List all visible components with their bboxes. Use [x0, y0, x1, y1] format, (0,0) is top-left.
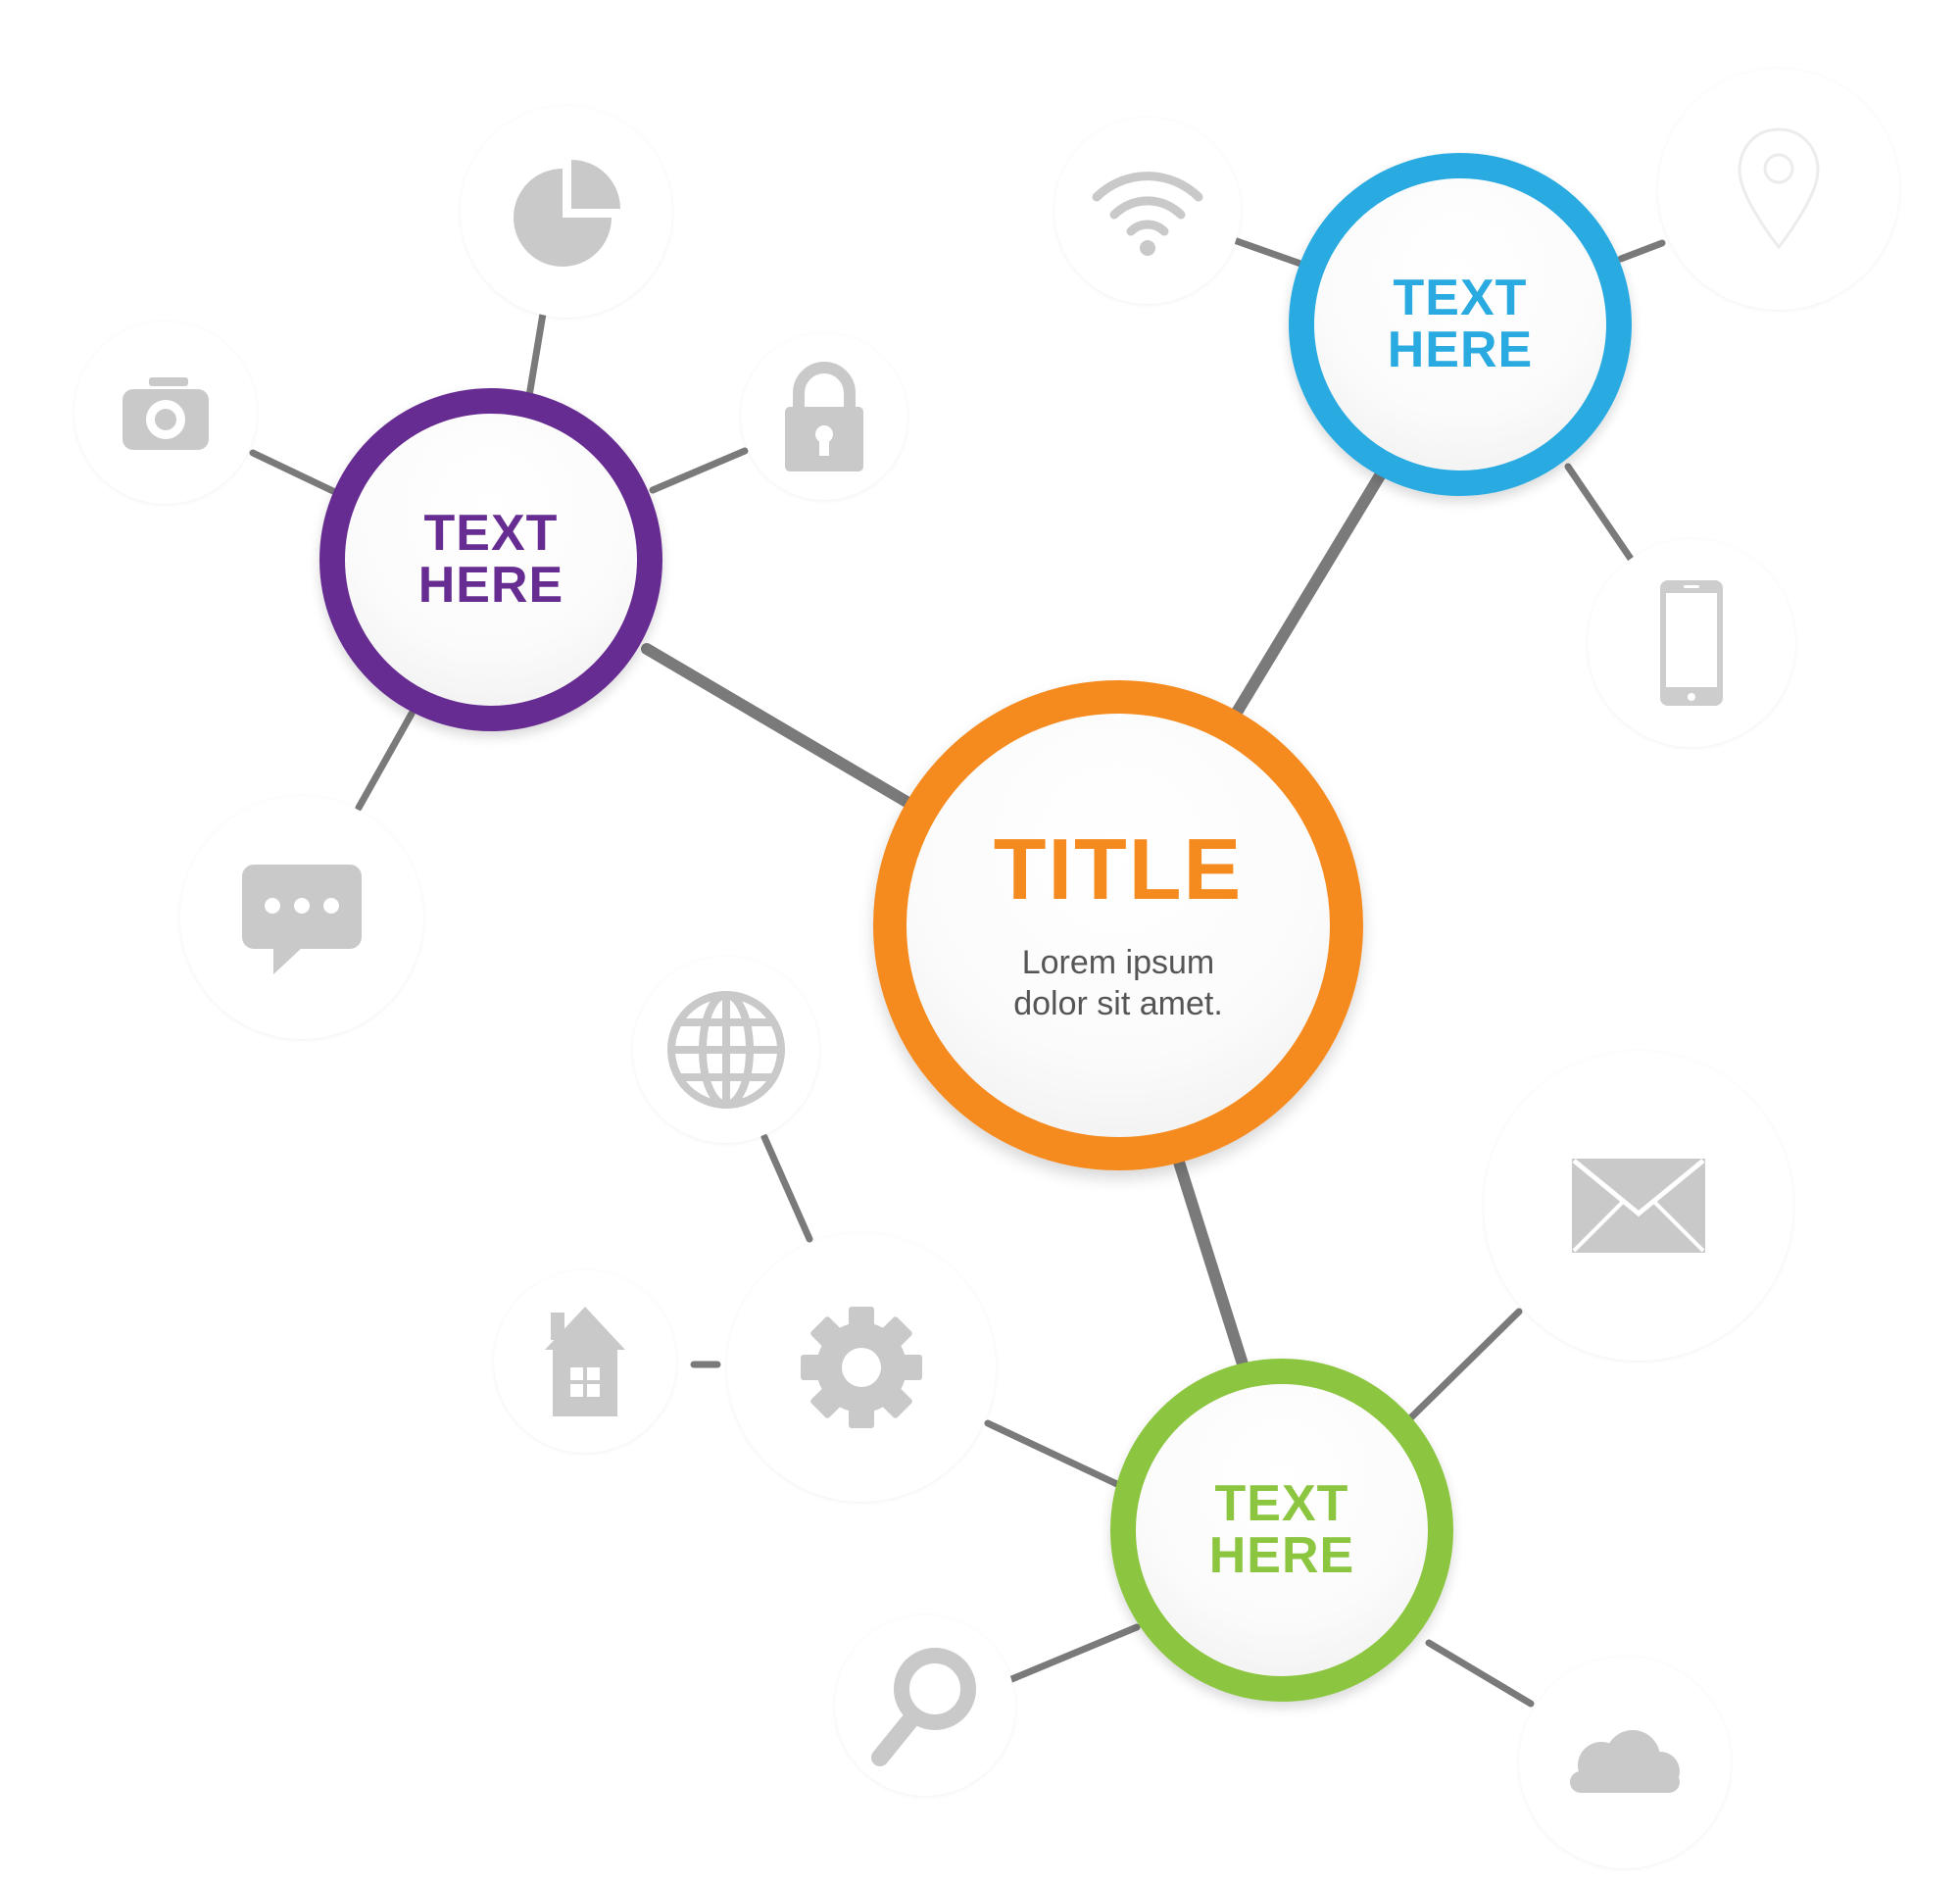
node-green-label: TEXT HERE — [1208, 1474, 1355, 1584]
location-pin-icon — [1738, 127, 1820, 250]
icon-circle-chat — [180, 796, 423, 1039]
node-green: TEXT HERE — [1110, 1359, 1453, 1702]
icon-circle-camera — [74, 322, 257, 504]
icon-circle-phone — [1588, 539, 1795, 747]
connector-center-blue — [1229, 467, 1388, 721]
connector-blue-wifi — [1233, 237, 1307, 269]
icon-circle-cloud — [1519, 1657, 1731, 1868]
center-subtitle-line1: Lorem ipsum — [1021, 943, 1215, 981]
icon-circle-envelope — [1484, 1051, 1793, 1361]
globe-icon — [667, 991, 785, 1109]
icon-circle-lock — [741, 333, 907, 500]
connector-green-gear — [984, 1419, 1125, 1490]
connector-green-envelope — [1407, 1308, 1523, 1421]
node-blue-label: TEXT HERE — [1387, 269, 1534, 378]
lock-icon — [785, 362, 863, 471]
connector-purple-camera — [249, 449, 339, 496]
smartphone-icon — [1660, 580, 1723, 706]
node-center: TITLE Lorem ipsum dolor sit amet. — [873, 680, 1363, 1170]
connector-blue-phone — [1564, 463, 1635, 563]
icon-circle-magnifier — [835, 1615, 1015, 1796]
envelope-icon — [1572, 1159, 1705, 1253]
icon-circle-pie — [461, 106, 672, 318]
connector-purple-lock — [649, 447, 749, 494]
connector-green-magnifier — [1005, 1623, 1141, 1684]
house-icon — [545, 1307, 625, 1416]
cloud-icon — [1570, 1730, 1680, 1793]
node-blue: TEXT HERE — [1289, 153, 1632, 496]
node-green-line2: HERE — [1208, 1527, 1355, 1584]
node-green-line1: TEXT — [1214, 1474, 1349, 1532]
connector-gear-globe — [760, 1133, 813, 1243]
wifi-icon — [1092, 172, 1203, 256]
connector-center-green — [1170, 1147, 1250, 1376]
chat-bubble-icon — [242, 865, 362, 974]
node-purple-line1: TEXT — [423, 504, 559, 562]
connector-blue-pin — [1617, 239, 1666, 263]
gear-icon — [801, 1307, 922, 1428]
icon-circle-gear — [727, 1233, 996, 1502]
connector-purple-pie — [525, 310, 547, 400]
node-blue-line1: TEXT — [1393, 269, 1528, 326]
pie-chart-icon — [514, 160, 620, 267]
node-purple-line2: HERE — [417, 557, 564, 614]
node-blue-line2: HERE — [1387, 322, 1534, 378]
connector-purple-chat — [355, 710, 416, 812]
camera-icon — [122, 377, 209, 450]
icon-circle-house — [494, 1270, 676, 1453]
icon-circle-globe — [633, 957, 819, 1143]
icon-circle-wifi — [1054, 118, 1241, 304]
center-title: TITLE — [993, 819, 1244, 917]
node-purple-label: TEXT HERE — [417, 504, 564, 614]
node-purple: TEXT HERE — [319, 388, 662, 731]
magnifier-icon — [871, 1648, 976, 1766]
center-subtitle: Lorem ipsum dolor sit amet. — [1013, 942, 1223, 1024]
center-subtitle-line2: dolor sit amet. — [1013, 985, 1223, 1022]
connector-center-purple — [641, 643, 919, 812]
icon-circle-pin — [1658, 69, 1899, 310]
connector-green-cloud — [1425, 1639, 1535, 1708]
